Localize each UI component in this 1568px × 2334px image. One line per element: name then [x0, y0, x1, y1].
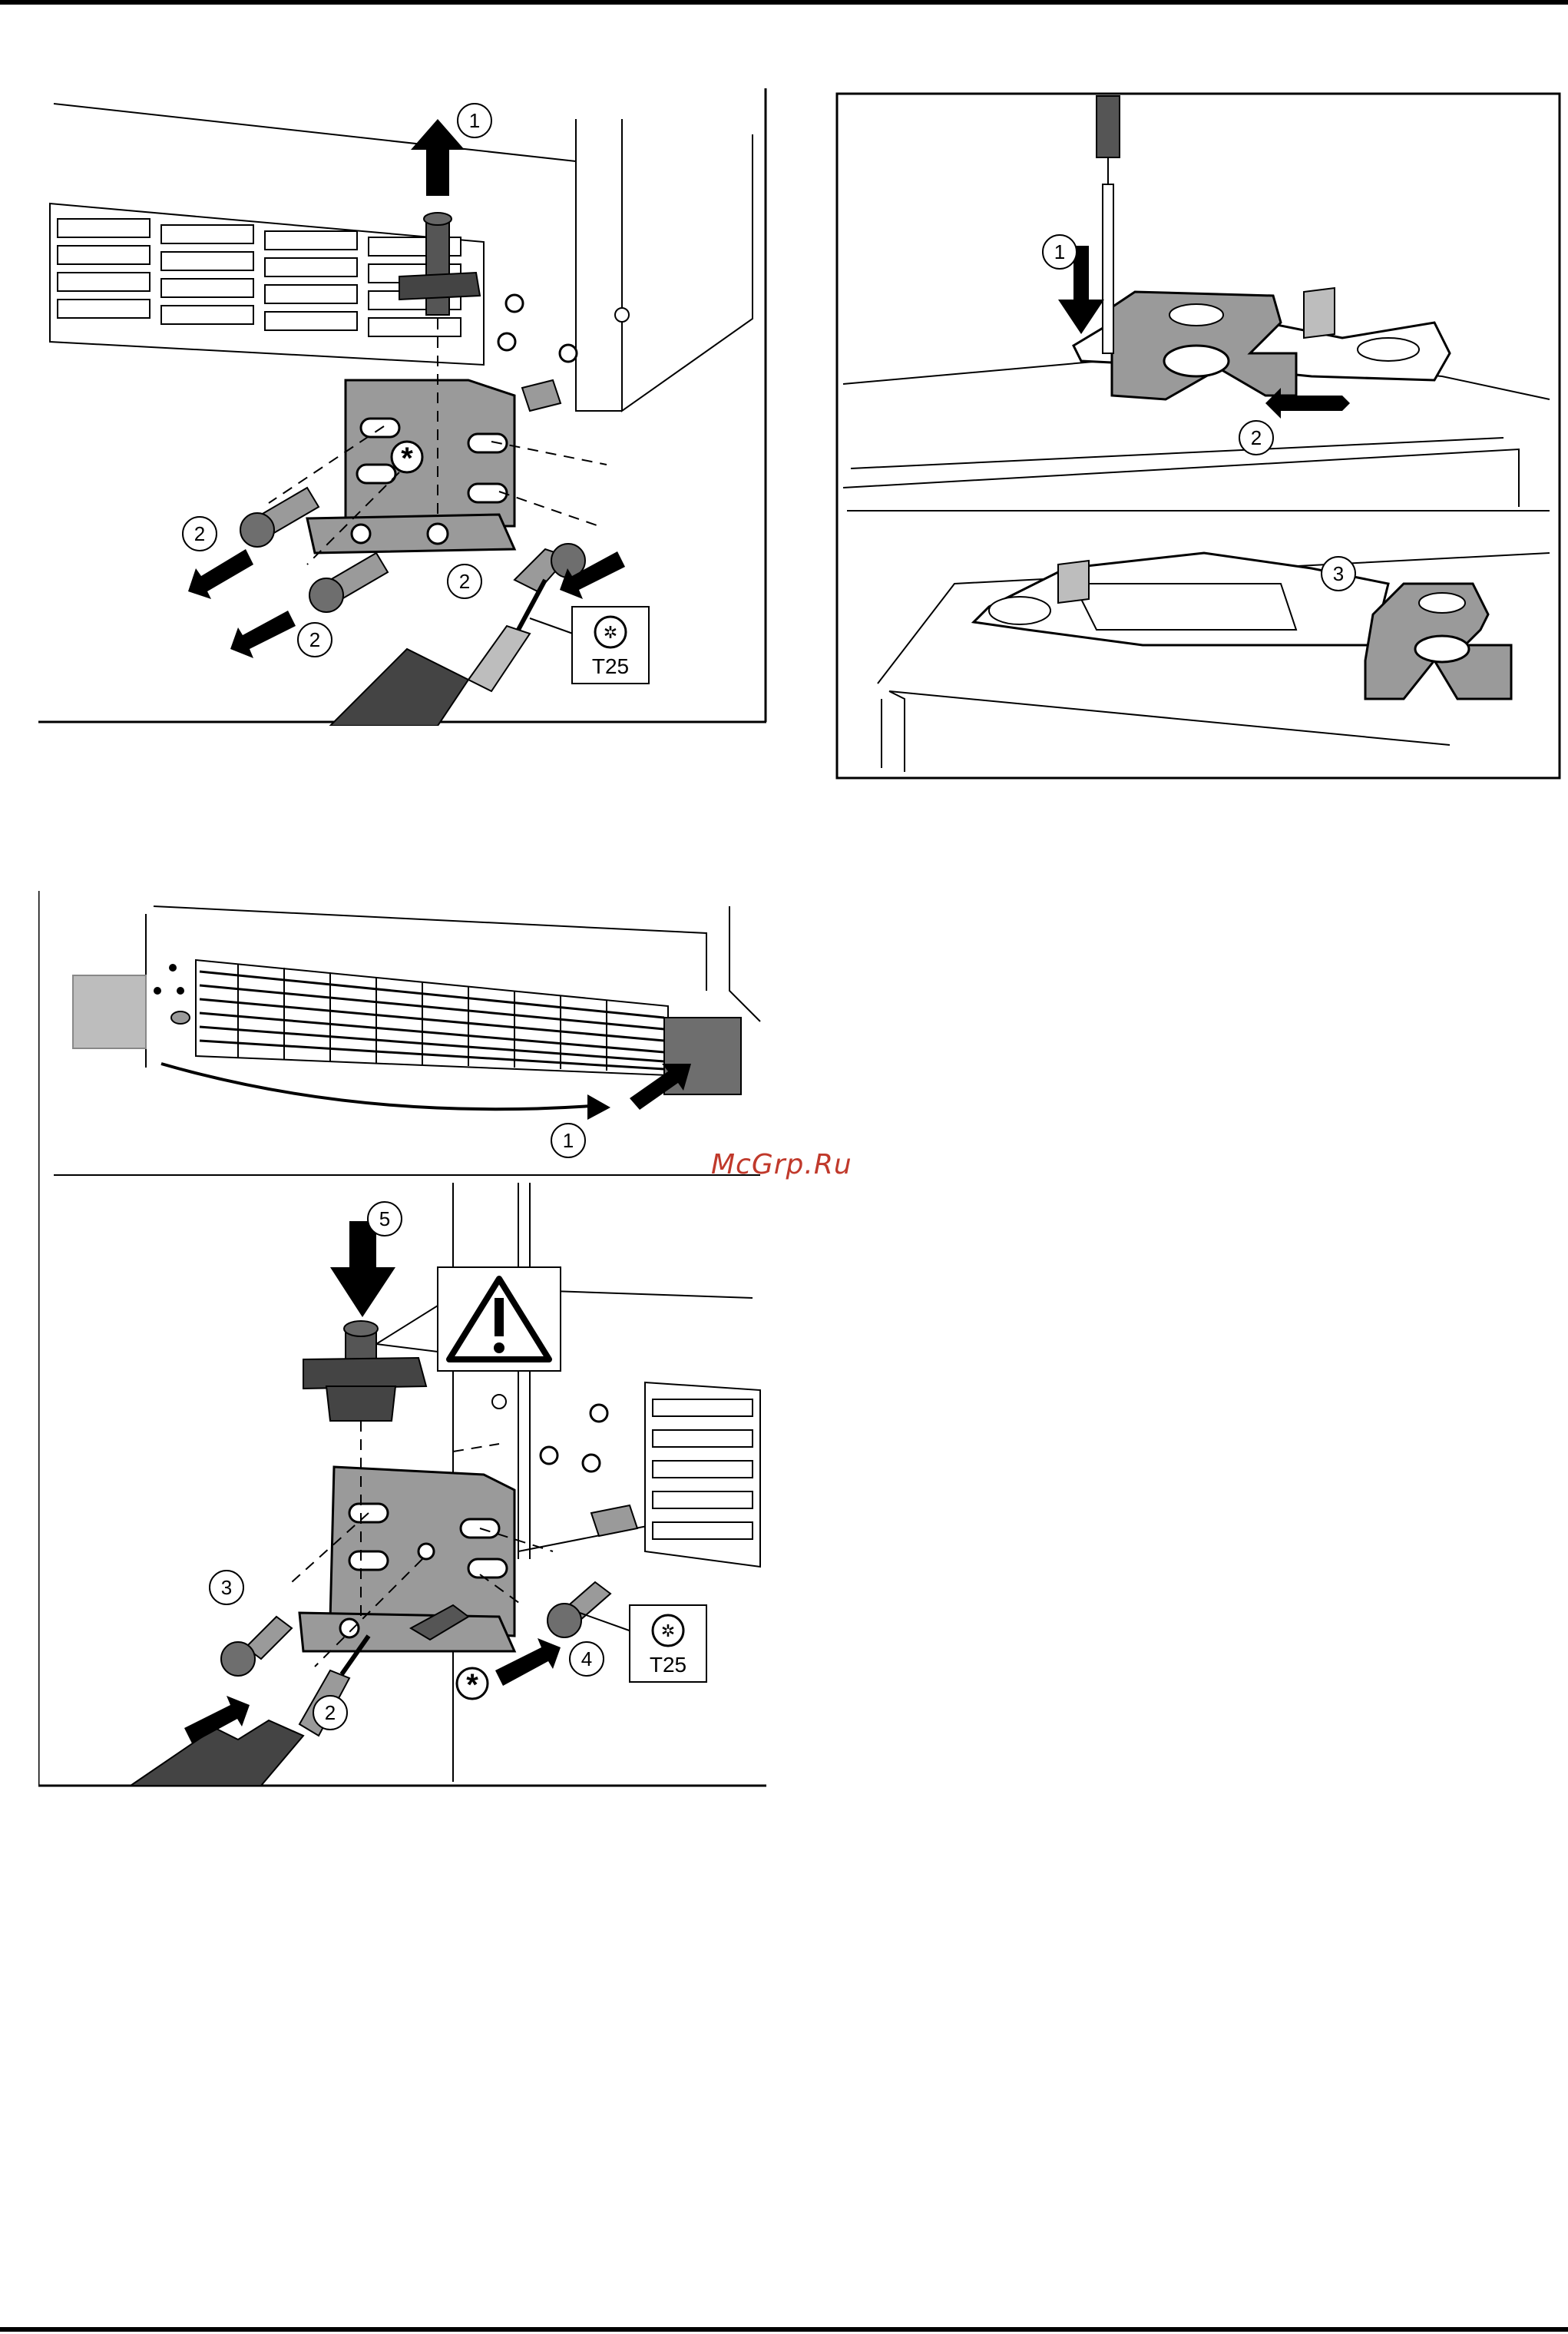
svg-text:*: *	[401, 442, 413, 475]
curved-arrow-icon	[587, 1094, 610, 1120]
tool-label: T25	[650, 1653, 686, 1677]
screw-left	[240, 488, 319, 547]
figure-hinge-removal: * ✲ T25 1 2 2	[38, 88, 768, 726]
callout-5: 5	[379, 1207, 390, 1230]
callout-3: 3	[221, 1576, 232, 1599]
callout-1: 1	[563, 1129, 574, 1152]
screw-3	[221, 1617, 292, 1676]
up-arrow-icon	[411, 119, 465, 196]
arrow-out-icon	[188, 549, 253, 599]
top-rule	[0, 0, 1568, 5]
ventilation-grille-side	[645, 1382, 760, 1567]
bottom-rule	[0, 2327, 1568, 2332]
tool-label: T25	[592, 654, 629, 678]
screw-middle	[309, 553, 388, 612]
screw-4	[547, 1582, 610, 1637]
callout-3: 3	[1333, 562, 1344, 585]
callout-1: 1	[1054, 240, 1065, 263]
callout-2: 2	[459, 570, 470, 593]
cover-cap-left	[73, 975, 146, 1048]
callout-2: 2	[194, 522, 205, 545]
ventilation-grille	[196, 960, 668, 1075]
svg-text:✲: ✲	[661, 1621, 675, 1640]
figure-hinge-install: * ✲ T25 1 5 3 2	[38, 891, 768, 1789]
watermark: McGrp.Ru	[711, 1149, 852, 1180]
svg-text:*: *	[466, 1668, 478, 1702]
warning-box	[376, 1267, 561, 1371]
svg-text:✲: ✲	[604, 623, 617, 642]
callout-1: 1	[469, 109, 480, 132]
hinge-bracket	[299, 1467, 514, 1651]
callout-2: 2	[325, 1701, 336, 1724]
arrow-out-icon	[230, 611, 296, 658]
figure-bushing-swap: 1 2 3	[835, 92, 1561, 780]
callout-4: 4	[581, 1647, 592, 1670]
callout-2: 2	[1251, 426, 1262, 449]
screwdriver	[330, 580, 545, 726]
t25-tool-box: ✲ T25	[530, 607, 649, 684]
callout-2: 2	[309, 628, 320, 651]
